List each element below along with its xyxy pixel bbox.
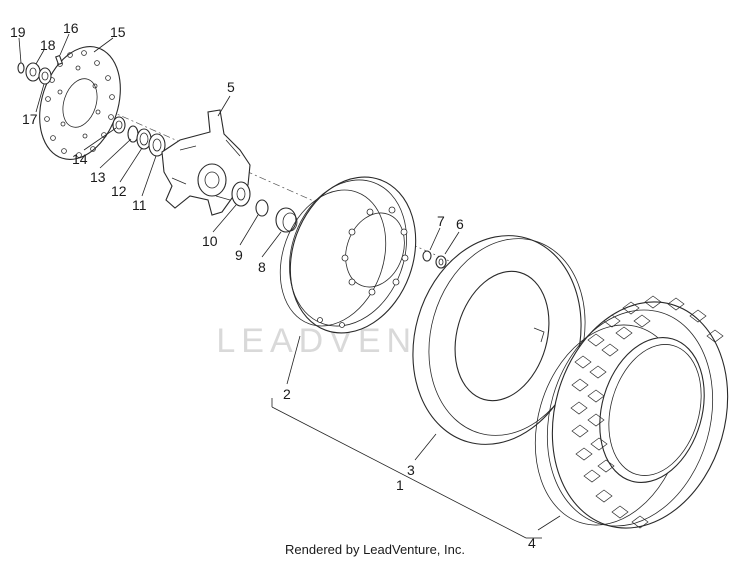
wheel-rim	[279, 176, 417, 334]
callout-16: 16	[63, 20, 79, 36]
valve-nuts	[422, 250, 447, 269]
callout-19: 19	[10, 24, 26, 40]
callout-9: 9	[235, 247, 243, 263]
callout-3: 3	[407, 462, 415, 478]
callout-2: 2	[283, 386, 291, 402]
callout-18: 18	[40, 37, 56, 53]
circlip	[255, 199, 269, 217]
hub-bearing	[231, 181, 251, 207]
callout-13: 13	[90, 169, 106, 185]
callout-5: 5	[227, 79, 235, 95]
footer-credit: Rendered by LeadVenture, Inc.	[285, 542, 465, 557]
tyre	[534, 295, 729, 529]
callout-1: 1	[396, 477, 404, 493]
callout-15: 15	[110, 24, 126, 40]
center-axis	[39, 79, 561, 311]
callout-14: 14	[72, 151, 88, 167]
leader-lines	[18, 33, 561, 539]
inner-tube	[412, 235, 586, 445]
brake-disc	[39, 46, 121, 160]
callout-labels: 19 18 16 15 17 14 13 12 11 5 10 9 8 7 6 …	[10, 20, 536, 551]
callout-7: 7	[437, 213, 445, 229]
callout-17: 17	[22, 111, 38, 127]
dust-cap	[275, 207, 298, 233]
callout-6: 6	[456, 216, 464, 232]
callout-8: 8	[258, 259, 266, 275]
callout-10: 10	[202, 233, 218, 249]
callout-11: 11	[132, 197, 147, 213]
spacer-ring	[38, 67, 52, 85]
callout-12: 12	[111, 183, 127, 199]
callout-4: 4	[528, 535, 536, 551]
seal-rings	[112, 116, 166, 157]
